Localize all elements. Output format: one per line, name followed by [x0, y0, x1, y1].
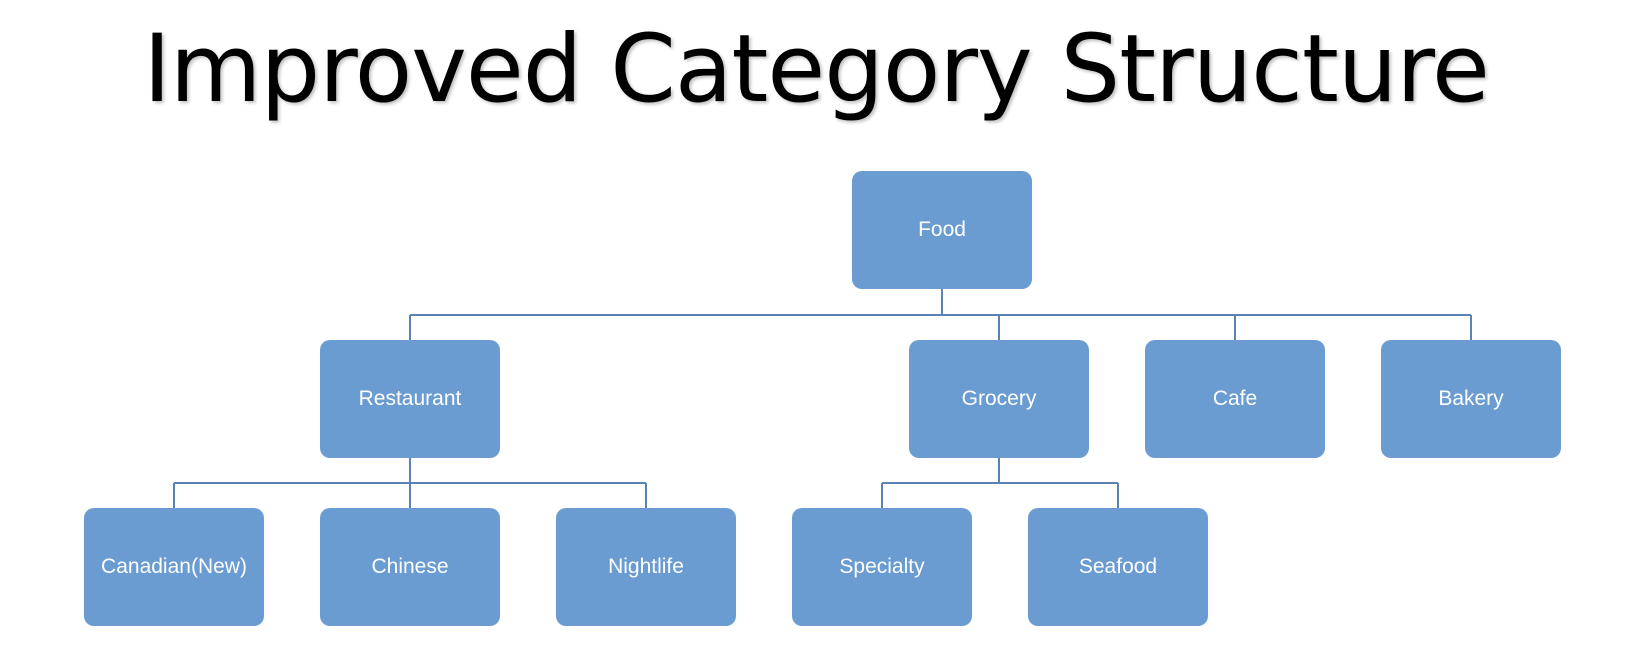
node-chinese: Chinese: [320, 508, 500, 626]
node-food: Food: [852, 171, 1032, 289]
node-nightlife: Nightlife: [556, 508, 736, 626]
connector-grocery-children: [881, 458, 1119, 508]
node-specialty: Specialty: [792, 508, 972, 626]
node-canadian-new: Canadian(New): [84, 508, 264, 626]
connector-restaurant-children: [173, 458, 647, 508]
connector-food-children: [409, 289, 1472, 340]
node-seafood: Seafood: [1028, 508, 1208, 626]
node-grocery: Grocery: [909, 340, 1089, 458]
node-restaurant: Restaurant: [320, 340, 500, 458]
node-cafe: Cafe: [1145, 340, 1325, 458]
node-bakery: Bakery: [1381, 340, 1561, 458]
diagram-title: Improved Category Structure: [143, 15, 1490, 124]
